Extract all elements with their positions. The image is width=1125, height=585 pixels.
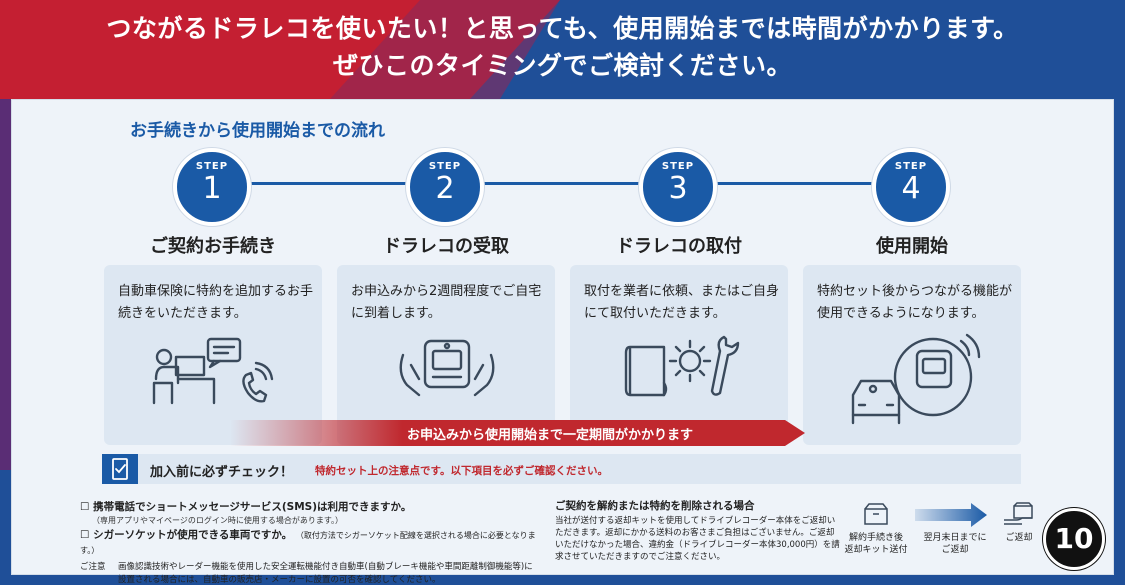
step-number: 2: [435, 171, 455, 206]
step-number: 3: [668, 171, 688, 206]
step-4-text: 特約セット後からつながる機能が使用できるようになります。: [817, 284, 1013, 321]
return-step-deadline-label: 翌月末日までに ご返却: [923, 533, 987, 555]
step-4-card: 特約セット後からつながる機能が使用できるようになります。: [803, 265, 1021, 445]
check-banner: 加入前に必ずチェック！ 特約セット上の注意点です。以下項目を必ずご確認ください。: [102, 454, 1021, 484]
caution-block: ご注意 画像認識技術やレーダー機能を使用した安全運転機能付き自動車(自動ブレーキ…: [80, 561, 540, 585]
customer-support-icon: [152, 337, 274, 405]
caution-text: 画像認識技術やレーダー機能を使用した安全運転機能付き自動車(自動ブレーキ機能や車…: [118, 562, 533, 585]
step-connector: [212, 182, 912, 185]
box-hand-icon: [1004, 502, 1033, 525]
step-4-heading: 使用開始: [876, 236, 948, 257]
checklist-item-sms-note: （専用アプリやマイページのログイン時に使用する場合があります。）: [92, 516, 344, 525]
step-1-heading: ご契約お手続き: [150, 236, 276, 257]
return-step-kit-label: 解約手続き後 返却キット送付: [844, 533, 908, 555]
checklist-item-sms-text: 携帯電話でショートメッセージサービス(SMS)は利用できますか。: [93, 501, 412, 513]
check-subtitle: 特約セット上の注意点です。以下項目を必ずご確認ください。: [315, 465, 608, 477]
checklist-notes: ☐ 携帯電話でショートメッセージサービス(SMS)は利用できますか。 （専用アプ…: [80, 500, 540, 585]
headline: つながるドラレコを使いたい！と思っても、使用開始までは時間がかかります。 ぜひこ…: [0, 10, 1125, 84]
step-number: 1: [202, 171, 222, 206]
checklist-item-sms: ☐ 携帯電話でショートメッセージサービス(SMS)は利用できますか。: [80, 501, 412, 513]
return-step-done-label: ご返却: [1005, 533, 1033, 543]
return-step-done: ご返却: [996, 502, 1042, 544]
step-2-heading: ドラレコの受取: [383, 236, 509, 257]
return-step-deadline: 翌月末日までに ご返却: [914, 502, 996, 556]
step-2-text: お申込みから2週間程度でご自宅に到着します。: [351, 284, 542, 321]
step-3-heading: ドラレコの取付: [616, 236, 742, 257]
flow-title: お手続きから使用開始までの流れ: [130, 121, 385, 141]
step-3-card: 取付を業者に依頼、またはご自身にて取付いただきます。: [570, 265, 788, 445]
checklist-item-socket-note: （取付方法でシガーソケット配線を選択される場合に必要となります。）: [80, 531, 536, 555]
headline-line2: ぜひこのタイミングでご検討ください。: [332, 51, 792, 80]
box-icon: [864, 503, 888, 525]
step-1-card: 自動車保険に特約を追加するお手続きをいただきます。: [104, 265, 322, 445]
checklist-item-socket-text: シガーソケットが使用できる車両ですか。: [93, 529, 293, 541]
step-label: STEP: [428, 161, 462, 172]
installation-tools-icon: [624, 335, 740, 397]
check-title: 加入前に必ずチェック！: [150, 465, 294, 480]
step-label: STEP: [195, 161, 229, 172]
cancel-info: ご契約を解約または特約を削除される場合 当社が送付する返却キットを使用してドライ…: [555, 500, 840, 563]
step-3-text: 取付を業者に依頼、またはご自身にて取付いただきます。: [584, 284, 780, 321]
period-arrow-label: お申込みから使用開始まで一定期間がかかります: [406, 428, 693, 443]
cancel-title: ご契約を解約または特約を削除される場合: [555, 500, 755, 512]
period-arrow: [230, 420, 805, 446]
checklist-icon: [102, 454, 138, 484]
return-step-kit: 解約手続き後 返却キット送付: [838, 502, 914, 556]
connected-car-icon: [851, 333, 981, 425]
device-in-hands-icon: [399, 339, 495, 397]
step-label: STEP: [661, 161, 695, 172]
page-number: 10: [1043, 508, 1105, 570]
step-label: STEP: [894, 161, 928, 172]
headline-line1: つながるドラレコを使いたい！と思っても、使用開始までは時間がかかります。: [106, 14, 1019, 43]
caution-label: ご注意: [80, 562, 106, 572]
step-2-card: お申込みから2週間程度でご自宅に到着します。: [337, 265, 555, 445]
step-number: 4: [901, 171, 921, 206]
checklist-item-socket: ☐ シガーソケットが使用できる車両ですか。 （取付方法でシガーソケット配線を選択…: [80, 529, 536, 555]
step-1-text: 自動車保険に特約を追加するお手続きをいただきます。: [118, 284, 314, 321]
cancel-text: 当社が送付する返却キットを使用してドライブレコーダー本体をご返却いただきます。返…: [555, 516, 840, 562]
return-arrow: [915, 503, 987, 527]
